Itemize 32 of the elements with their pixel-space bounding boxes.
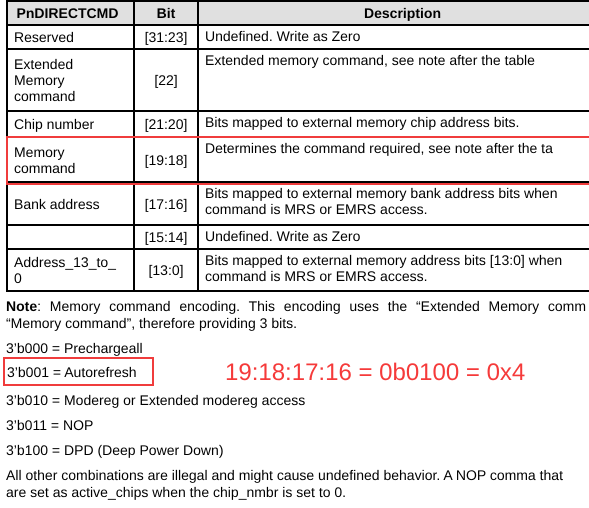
field-name: Bank address bbox=[14, 196, 100, 212]
description-text: Bits mapped to external memory address bits [13:0] when command is MRS or EMRS access. bbox=[205, 252, 564, 284]
field-name: Extended Memory command bbox=[14, 56, 76, 104]
bit-range: [15:14] bbox=[144, 229, 188, 245]
bit-range: [21:20] bbox=[144, 116, 188, 132]
bit-range: [19:18] bbox=[144, 152, 188, 168]
bit-range: [13:0] bbox=[148, 262, 184, 278]
bit-range: [31:23] bbox=[144, 29, 188, 45]
column-header: Description bbox=[364, 5, 441, 21]
encoding-text: 3’b011 = NOP bbox=[6, 417, 94, 434]
column-header: Bit bbox=[156, 5, 176, 21]
bit-range: [17:16] bbox=[144, 196, 188, 212]
field-name: Reserved bbox=[14, 29, 74, 45]
note-text: Note: Memory command encoding. This encoding uses the “Extended Memory comm “Memory command”, therefore providing 3 bits. bbox=[6, 298, 586, 332]
highlighted-row bbox=[8, 138, 589, 183]
encoding-text: 3’b000 = Prechargeall bbox=[6, 340, 144, 357]
encoding-text: 3’b100 = DPD (Deep Power Down) bbox=[6, 442, 224, 459]
description-text: Determines the command required, see note after the ta bbox=[205, 140, 553, 156]
field-name: Chip number bbox=[14, 116, 94, 132]
field-name: Memory command bbox=[14, 144, 76, 176]
column-header: PnDIRECTCMD bbox=[16, 5, 118, 21]
bit-range: [22] bbox=[154, 72, 178, 88]
description-text: Undefined. Write as Zero bbox=[205, 28, 360, 44]
description-text: Bits mapped to external memory chip address bits. bbox=[205, 114, 520, 130]
footer-text: All other combinations are illegal and might cause undefined behavior. A NOP comma that are set as active_chips when the chip_nmbr is set to 0. bbox=[6, 467, 564, 501]
description-text: Bits mapped to external memory bank address bits when command is MRS or EMRS access. bbox=[205, 185, 559, 217]
description-text: Extended memory command, see note after the table bbox=[205, 52, 535, 68]
description-text: Undefined. Write as Zero bbox=[205, 228, 360, 244]
field-name: Address_13_to_0 bbox=[14, 254, 117, 286]
annotation-text: 19:18:17:16 = 0b0100 = 0x4 bbox=[225, 359, 526, 387]
highlight-box: 3’b001 = Autorefresh bbox=[3, 357, 154, 386]
encoding-text: 3’b010 = Modereg or Extended modereg access bbox=[6, 392, 306, 409]
